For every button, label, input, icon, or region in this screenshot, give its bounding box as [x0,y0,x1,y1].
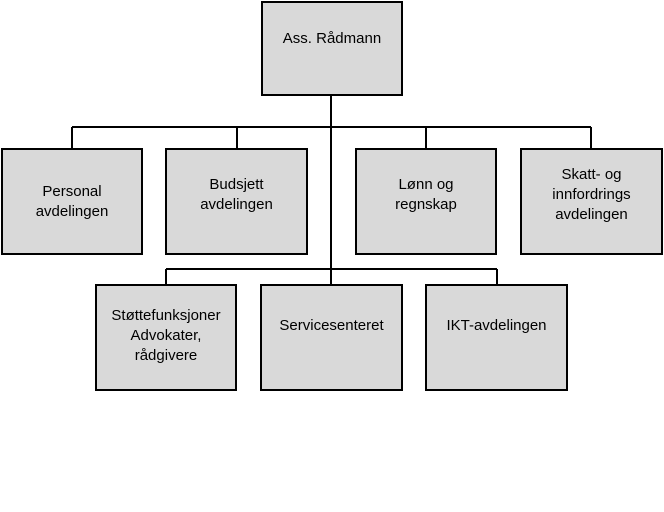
node-personal-avdelingen: Personal avdelingen [1,148,143,255]
node-label: Støttefunksjoner Advokater, rådgivere [111,306,221,364]
node-servicesenteret: Servicesenteret [260,284,403,391]
node-label: Servicesenteret [279,316,384,334]
node-label: Ass. Rådmann [282,29,382,47]
node-skatt-og-innfordrings-avdelingen: Skatt- og innfordrings avdelingen [520,148,663,255]
node-label: Skatt- og innfordrings avdelingen [552,165,631,223]
node-label: Personal avdelingen [35,182,109,220]
node-label: Budsjett avdelingen [200,175,273,213]
node-stottefunksjoner: Støttefunksjoner Advokater, rådgivere [95,284,237,391]
node-label: Lønn og regnskap [395,175,457,213]
node-ikt-avdelingen: IKT-avdelingen [425,284,568,391]
node-budsjett-avdelingen: Budsjett avdelingen [165,148,308,255]
node-label: IKT-avdelingen [446,316,547,334]
node-lonn-og-regnskap: Lønn og regnskap [355,148,497,255]
node-ass-radmann: Ass. Rådmann [261,1,403,96]
